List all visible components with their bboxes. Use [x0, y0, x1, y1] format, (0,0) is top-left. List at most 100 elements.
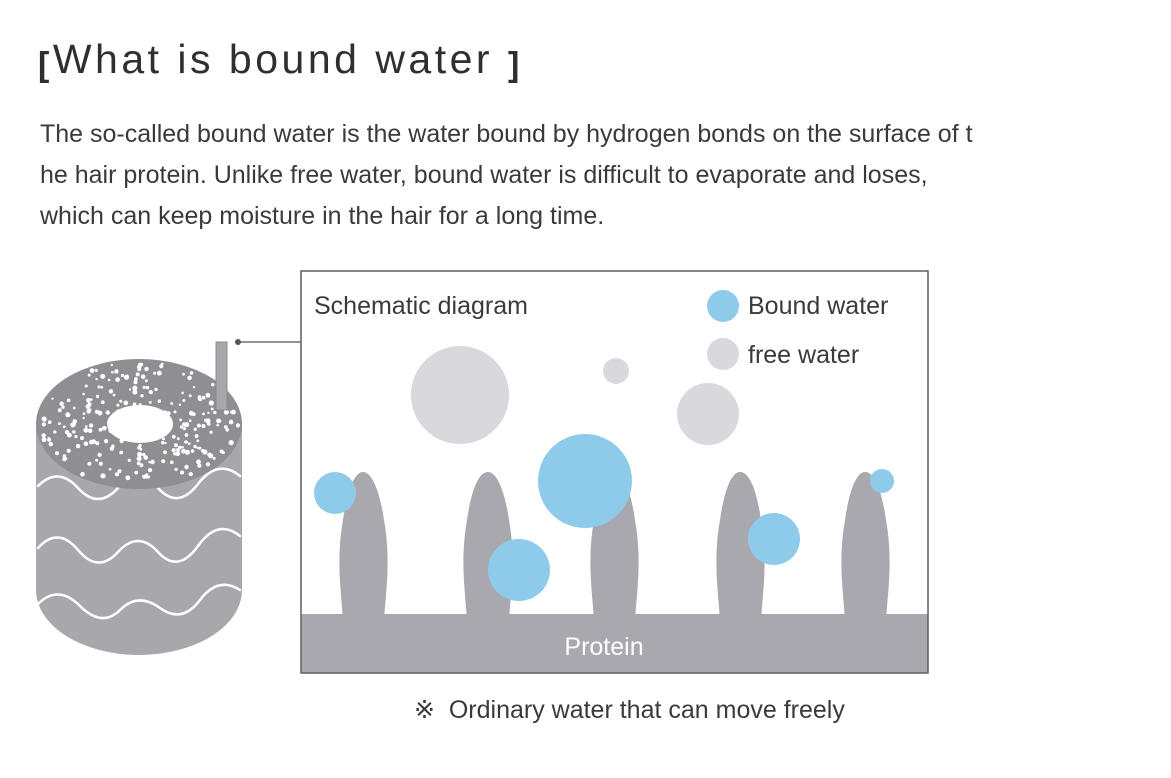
pore-dot [137, 451, 143, 457]
pore-dot [127, 458, 131, 462]
pore-dot [89, 439, 94, 445]
pore-dot [144, 456, 148, 460]
pore-dot [210, 407, 214, 411]
protein-chain [716, 472, 765, 620]
legend: Bound water free water [707, 290, 888, 370]
pore-dot [230, 410, 234, 414]
pore-dot [170, 402, 174, 405]
pore-dot [100, 473, 106, 479]
protein-base [301, 614, 928, 673]
pore-dot [228, 440, 234, 446]
pore-dot [116, 403, 120, 407]
pore-dot [202, 449, 208, 455]
pore-dot [119, 450, 124, 455]
pore-dot [144, 379, 148, 383]
pore-dot [213, 410, 217, 415]
pore-dot [164, 441, 167, 445]
legend-bound-water-label: Bound water [748, 292, 888, 320]
pore-dot [139, 463, 144, 468]
bound-water-molecule [488, 539, 550, 601]
title-close-bracket: ] [507, 46, 523, 84]
pore-dot [84, 384, 88, 388]
pore-dot [110, 363, 114, 367]
pore-dot [163, 450, 167, 455]
intro-line-1: The so-called bound water is the water b… [40, 120, 973, 148]
pore-dot [135, 372, 140, 377]
protein-chain [841, 472, 890, 620]
pore-dot [171, 448, 176, 453]
pore-dot [95, 458, 99, 462]
pore-dot [48, 441, 53, 447]
pore-dot [41, 422, 46, 427]
page-title: [What is bound water ] [38, 36, 523, 84]
pore-dot [198, 446, 202, 450]
pore-dot [66, 398, 71, 403]
pore-dot [196, 446, 199, 450]
pore-dot [178, 403, 182, 406]
pore-dot [74, 434, 78, 439]
pore-dot [188, 472, 193, 477]
pore-dot [147, 468, 153, 473]
pore-dot [179, 425, 184, 429]
pore-dot [70, 422, 75, 427]
pore-dot [197, 463, 202, 468]
pore-dot [95, 441, 100, 446]
pore-dot [62, 454, 67, 458]
pore-dot [83, 441, 89, 447]
pore-dot [108, 467, 112, 471]
cylinder-core [107, 405, 173, 443]
pore-dot [221, 451, 225, 455]
pore-dot [100, 385, 104, 389]
pore-dot [161, 459, 166, 464]
pore-dot [209, 430, 213, 434]
pore-dot [134, 471, 138, 475]
pore-dot [173, 452, 177, 456]
pore-dot [184, 449, 190, 455]
pore-dot [80, 472, 85, 477]
pore-dot [51, 397, 54, 400]
pore-dot [157, 399, 162, 403]
pore-dot [184, 433, 189, 437]
legend-bound-water-swatch [707, 290, 739, 322]
pore-dot [64, 430, 70, 435]
pore-dot [100, 373, 106, 379]
pore-dot [72, 406, 76, 410]
pore-dot [144, 366, 149, 372]
pore-dot [133, 380, 138, 385]
footnote: ※ Ordinary water that can move freely [414, 696, 845, 724]
pore-dot [192, 386, 196, 389]
pore-dot [134, 377, 138, 381]
schematic-frame-border [300, 270, 929, 674]
free-water-molecules [411, 346, 739, 445]
pore-dot [95, 377, 98, 381]
pore-dot [87, 373, 91, 377]
pore-dot [89, 368, 95, 373]
pore-dot [101, 400, 105, 405]
pore-dot [123, 374, 130, 380]
pore-dot [181, 391, 184, 395]
pore-dot [175, 451, 181, 457]
pore-dot [87, 461, 92, 466]
legend-free-water-label: free water [748, 341, 859, 369]
pore-dot [160, 362, 164, 366]
pore-dot [180, 470, 184, 475]
pore-dot [182, 399, 186, 402]
pore-dot [62, 456, 67, 462]
pore-dot [104, 439, 109, 444]
pore-dot [72, 419, 78, 424]
pore-dot [111, 444, 115, 448]
pore-dot [153, 371, 157, 375]
pore-dot [226, 428, 229, 431]
pore-dot [86, 398, 91, 403]
pore-dot [80, 436, 84, 441]
pore-dot [67, 432, 72, 438]
pore-dot [196, 459, 201, 465]
pore-dot [207, 411, 210, 414]
pore-dot [98, 461, 103, 466]
pore-dot [41, 416, 47, 422]
pore-dot [58, 422, 61, 425]
pore-dot [115, 472, 119, 477]
pore-dot [182, 427, 187, 431]
schematic-heading: Schematic diagram [314, 292, 528, 320]
